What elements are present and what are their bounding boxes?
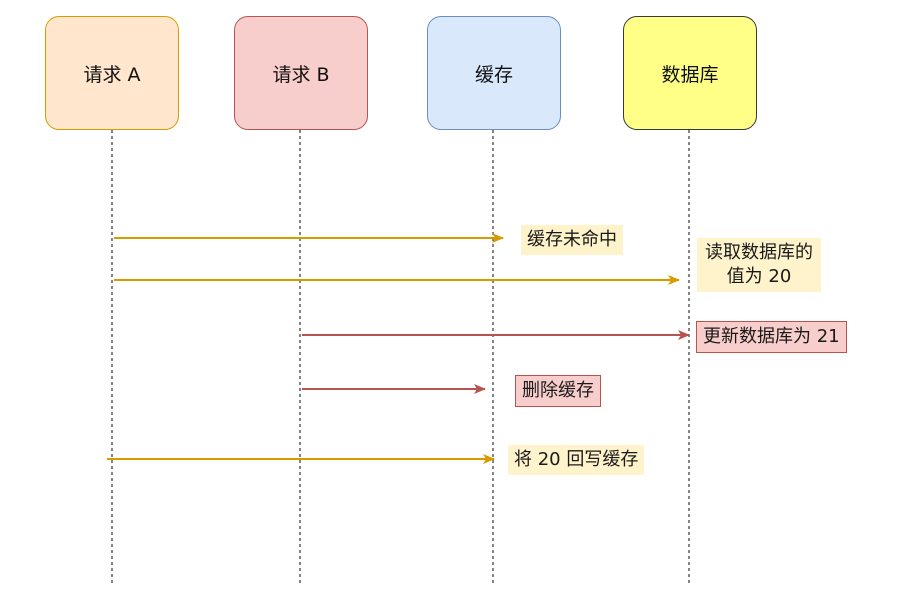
participant-cache: 缓存 xyxy=(427,16,561,130)
label-delete-cache: 删除缓存 xyxy=(515,375,601,407)
participant-request-a-label: 请求 A xyxy=(83,63,141,86)
participant-cache-label: 缓存 xyxy=(474,63,513,86)
participant-database-label: 数据库 xyxy=(661,63,719,86)
label-read-database: 读取数据库的 值为 20 xyxy=(697,238,821,292)
participant-request-b: 请求 B xyxy=(234,16,368,130)
label-read-database-line-2: 值为 20 xyxy=(726,266,792,287)
label-read-database-line-1: 读取数据库的 xyxy=(705,242,813,263)
participant-request-b-label: 请求 B xyxy=(272,63,330,86)
label-cache-miss: 缓存未命中 xyxy=(521,225,623,255)
participant-request-a: 请求 A xyxy=(45,16,179,130)
participant-database: 数据库 xyxy=(623,16,757,130)
label-update-database: 更新数据库为 21 xyxy=(696,321,847,353)
label-write-back-cache: 将 20 回写缓存 xyxy=(508,445,645,475)
